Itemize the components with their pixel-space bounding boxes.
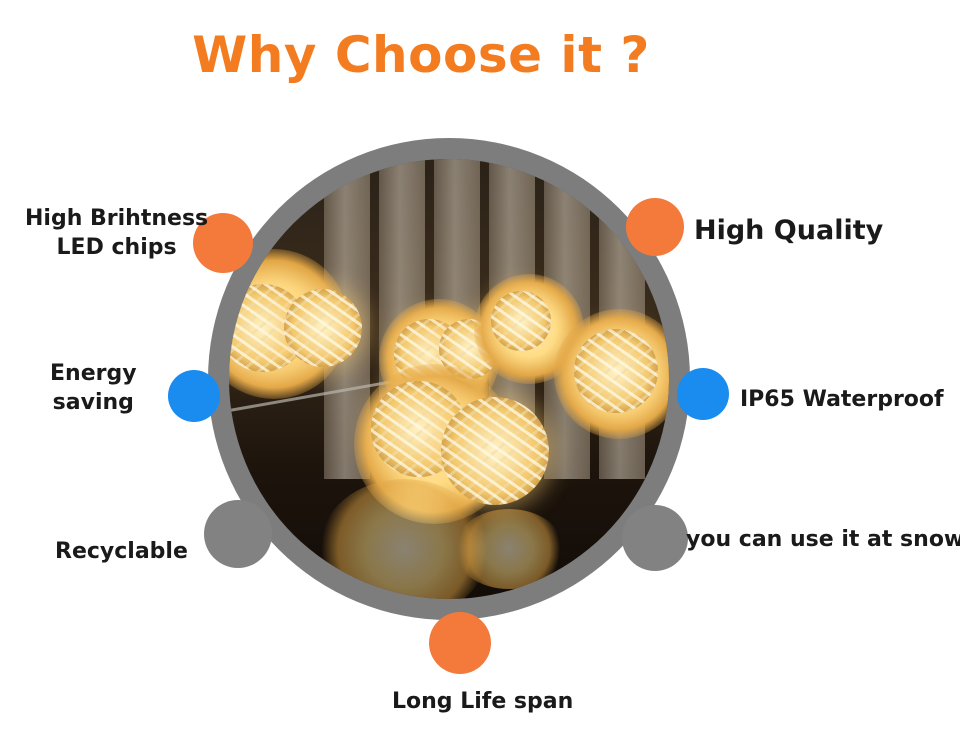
feature-label-high-brightness: High Brihtness LED chips xyxy=(25,206,209,260)
page-title: Why Choose it ? xyxy=(192,26,650,84)
feature-dot-waterproof xyxy=(677,368,729,420)
feature-dot-energy-saving xyxy=(168,370,220,422)
feature-label-high-quality: High Quality xyxy=(694,215,884,246)
feature-label-long-life: Long Life span xyxy=(392,689,574,714)
feature-label-snow: you can use it at snow xyxy=(686,527,960,552)
feature-dot-recyclable xyxy=(204,500,272,568)
feature-dot-high-quality xyxy=(626,198,684,256)
product-photo xyxy=(229,159,669,599)
feature-dot-snow xyxy=(622,505,688,571)
feature-label-recyclable: Recyclable xyxy=(55,539,188,564)
feature-label-waterproof: IP65 Waterproof xyxy=(740,387,944,412)
feature-dot-long-life xyxy=(429,612,491,674)
feature-label-energy-saving: Energy saving xyxy=(50,361,137,415)
feature-dot-high-brightness xyxy=(193,213,253,273)
